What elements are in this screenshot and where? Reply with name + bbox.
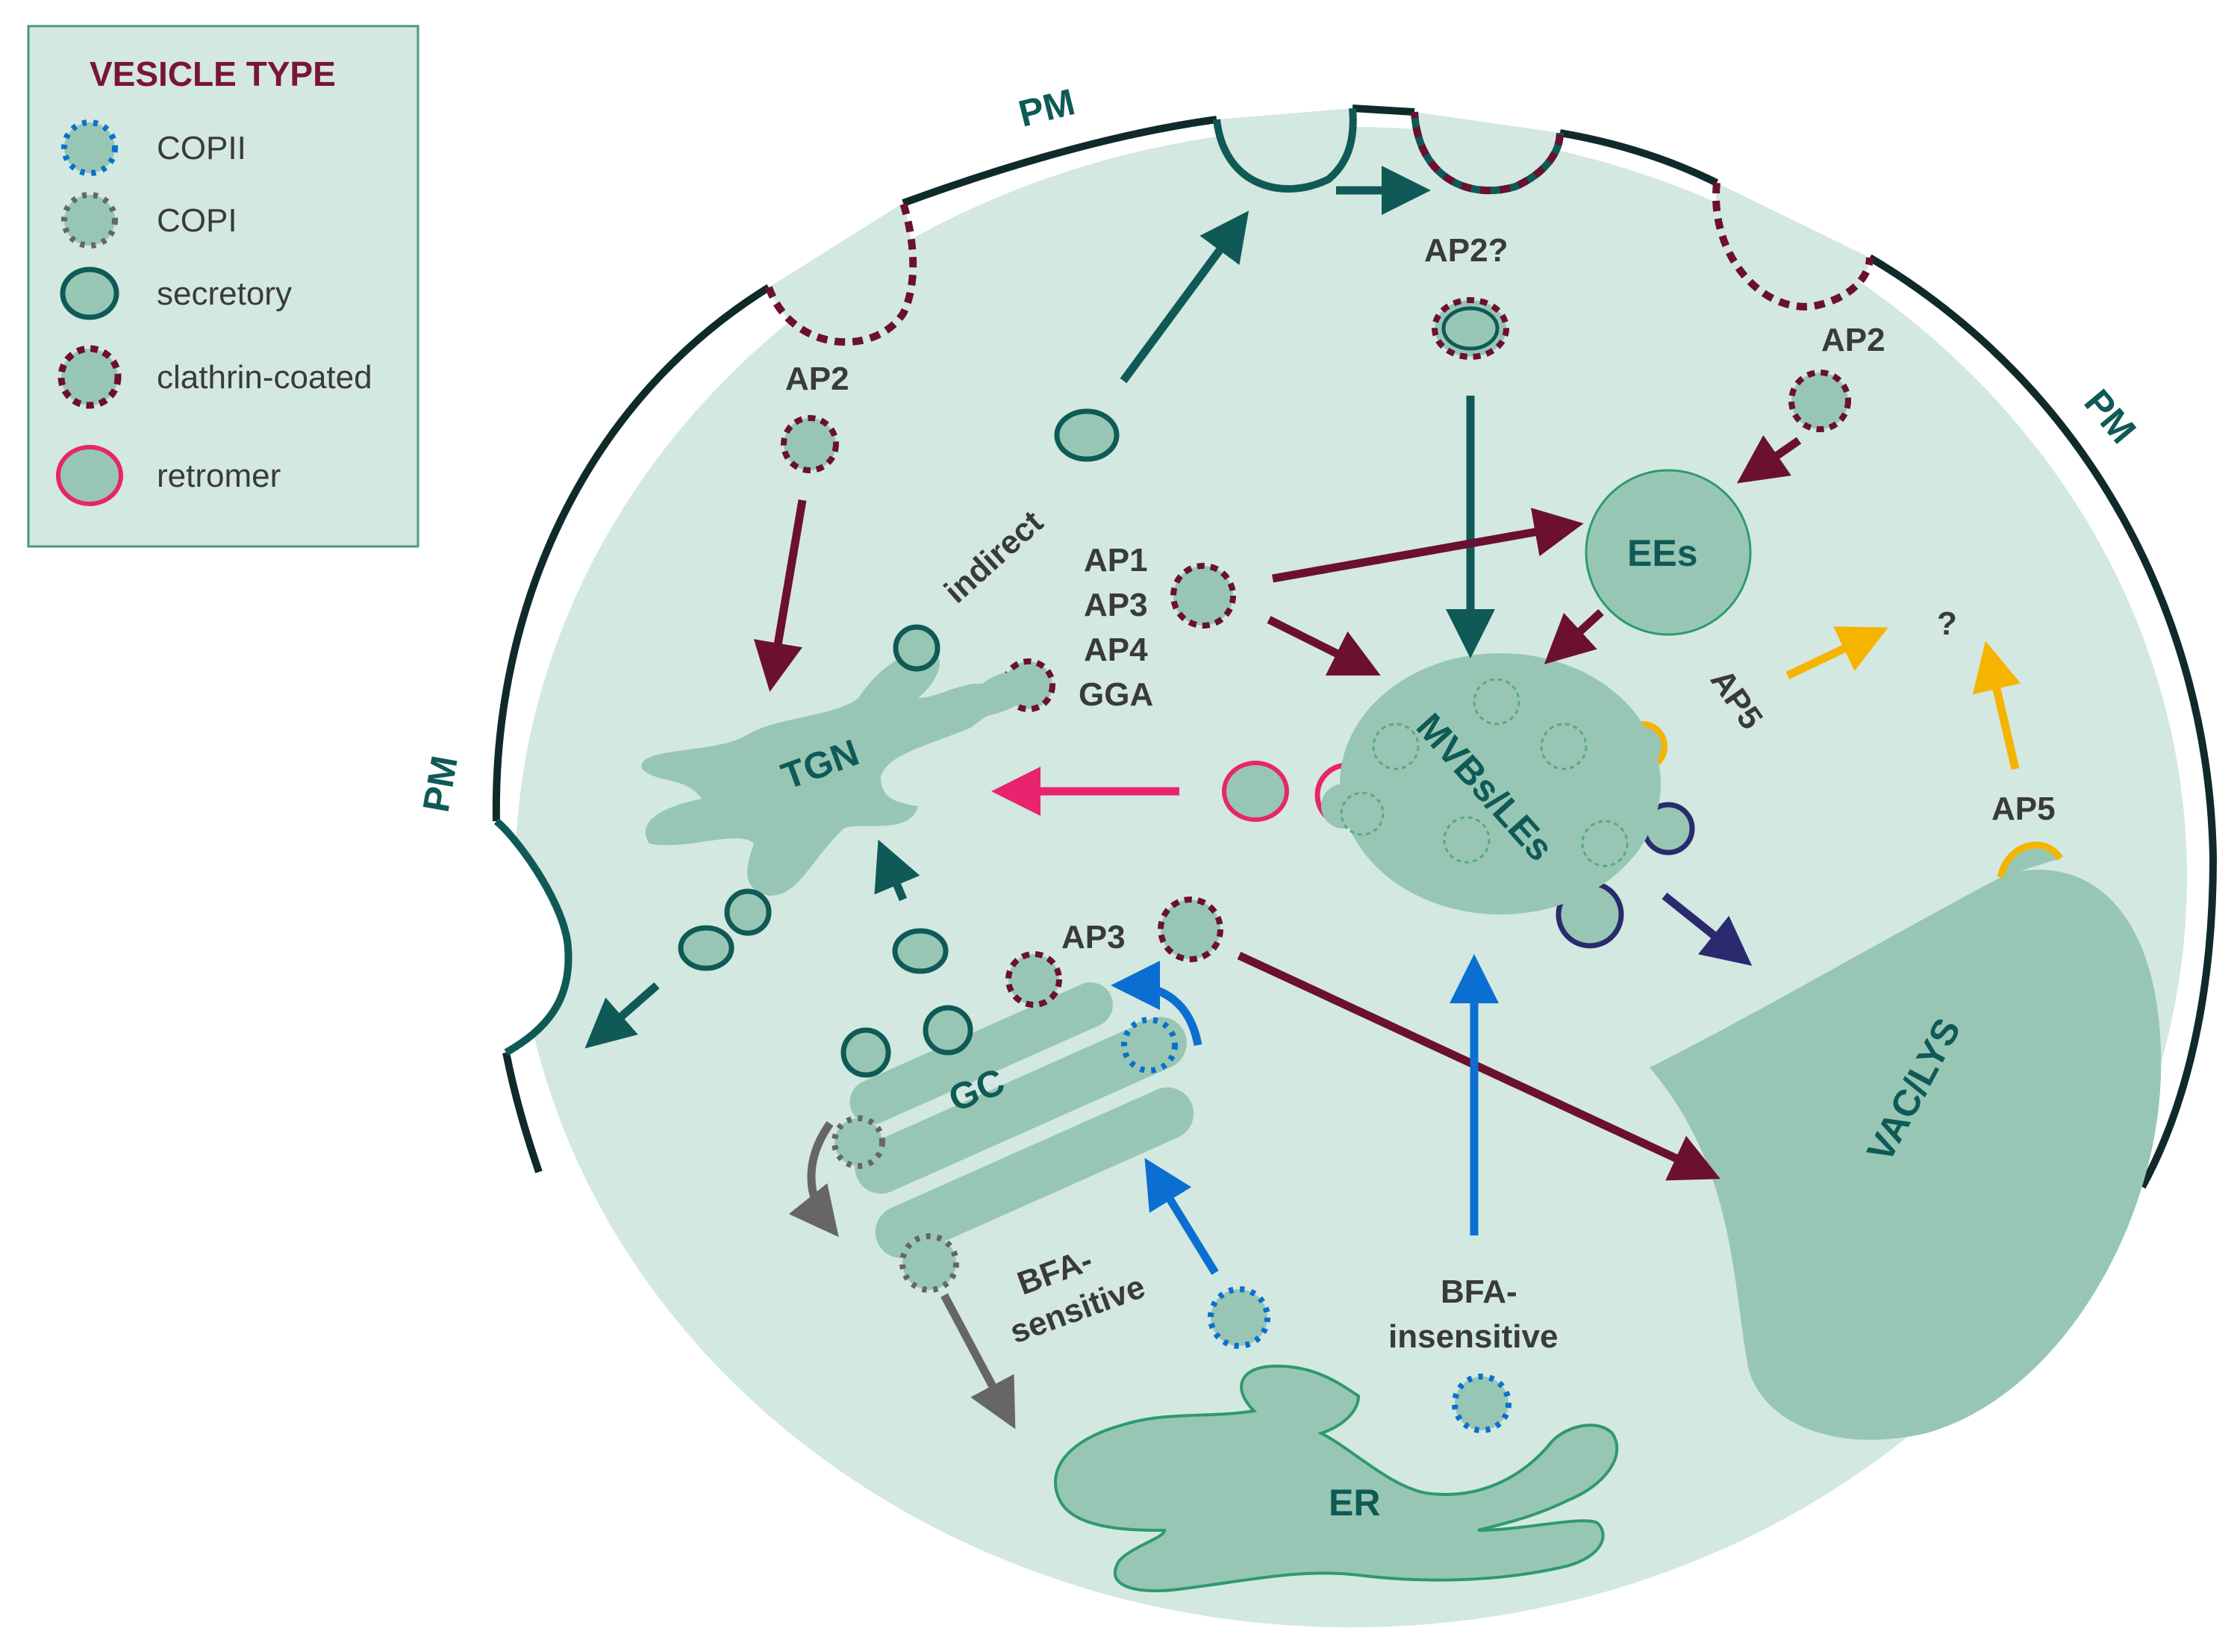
vacuole-lysosome xyxy=(1650,870,2162,1440)
arrow-tgn-to-pm xyxy=(584,982,660,1049)
endoplasmic-reticulum xyxy=(1054,1364,1619,1592)
ap4-label: AP4 xyxy=(1084,632,1148,668)
arrow-ap5vac-to-question xyxy=(1972,640,2021,770)
arrow-mvb-to-vac xyxy=(1662,892,1753,966)
ap3-top-label: AP3 xyxy=(1084,587,1148,623)
bfa-insensitive-label-1: BFA- xyxy=(1441,1274,1517,1310)
tgn-bud-secretory xyxy=(893,624,940,672)
vesicle-secretory-core xyxy=(1441,306,1500,351)
legend-icon-secretory xyxy=(60,266,119,320)
arrow-indirect-to-pm xyxy=(1120,211,1250,384)
plasma-membrane-top-2 xyxy=(1352,105,1415,116)
tgn-bud-secretory-2 xyxy=(724,888,772,936)
legend-title: VESICLE TYPE xyxy=(90,54,336,93)
vesicle-secretory xyxy=(892,928,949,974)
arrow-ees-to-mvb xyxy=(1544,608,1604,664)
vesicle-copi xyxy=(899,1233,959,1293)
arrow-golgi-to-tgn xyxy=(874,839,920,902)
pm-label-top: PM xyxy=(1014,81,1079,134)
clathrin-pit-right xyxy=(1712,182,1874,311)
ap5-vac-label: AP5 xyxy=(1991,791,2056,827)
pm-label-left: PM xyxy=(415,752,466,815)
vesicle-copii xyxy=(1208,1286,1270,1349)
arrow-ap2-to-ees xyxy=(1736,434,1802,484)
legend-label-clathrin: clathrin-coated xyxy=(157,359,372,396)
golgi-bud-secretory-1 xyxy=(840,1027,891,1078)
er-label: ER xyxy=(1329,1482,1380,1524)
vesicle-clathrin xyxy=(1788,370,1851,432)
legend-icon-copi xyxy=(61,192,118,249)
ap2-question-label: AP2? xyxy=(1424,232,1508,269)
arrow-ap2-to-tgn xyxy=(753,499,807,692)
plasma-membrane-top xyxy=(902,116,1217,207)
legend-label-copii: COPII xyxy=(157,130,246,166)
plasma-membrane-left xyxy=(492,284,771,822)
arrow-ap1-to-ees xyxy=(1272,508,1584,583)
vesicle-clathrin xyxy=(781,415,839,473)
golgi-bud-clathrin xyxy=(1005,951,1062,1008)
vesicles xyxy=(678,297,1851,1433)
mvb-late-endosome xyxy=(1314,653,1695,949)
vesicle-clathrin xyxy=(1170,563,1236,629)
clathrin-pit-left xyxy=(765,202,917,346)
arrow-copi-to-er xyxy=(940,1293,1016,1430)
golgi-bud-copi xyxy=(832,1115,885,1169)
ap5-coat-vac xyxy=(1997,841,2063,879)
ap2-left-label: AP2 xyxy=(785,361,849,397)
ap3-golgi-label: AP3 xyxy=(1061,919,1126,956)
vesicle-secretory xyxy=(678,925,734,971)
arrow-golgi-copi-down xyxy=(788,1120,839,1238)
arrow-er-to-golgi xyxy=(1144,1158,1219,1275)
gga-label: GGA xyxy=(1079,676,1153,713)
question-label: ? xyxy=(1937,605,1957,642)
legend-icon-copii xyxy=(61,119,118,176)
arrow-ap5-to-question xyxy=(1785,626,1888,679)
legend-label-secretory: secretory xyxy=(157,275,292,312)
legend-label-copi: COPI xyxy=(157,202,237,239)
trans-golgi-network xyxy=(641,649,998,896)
ap1-label: AP1 xyxy=(1084,542,1148,579)
ap2-right-label: AP2 xyxy=(1821,322,1885,358)
legend-label-retromer: retromer xyxy=(157,458,281,494)
plasma-membrane-right xyxy=(1868,254,2218,1189)
plasma-membrane-left-lower xyxy=(502,1052,543,1173)
legend: VESICLE TYPE COPII COPI secretory clathr… xyxy=(27,25,419,548)
vesicle-copii xyxy=(1452,1374,1511,1433)
arrow-golgi-recycle-copii xyxy=(1111,961,1202,1047)
pm-label-right: PM xyxy=(2077,381,2144,451)
golgi-complex xyxy=(849,982,1194,1259)
plasma-membrane-top-3 xyxy=(1559,129,1719,187)
vesicle-retromer xyxy=(1222,761,1289,822)
early-endosome xyxy=(1585,469,1752,636)
arrow-ap1-to-mvb xyxy=(1267,616,1381,676)
secretory-pit-top xyxy=(1213,107,1357,193)
bfa-insensitive-label-2: insensitive xyxy=(1388,1318,1558,1355)
secretory-pit-left xyxy=(493,818,573,1056)
legend-icon-clathrin xyxy=(57,345,122,409)
golgi-bud-secretory-2 xyxy=(923,1005,973,1056)
clathrin-pit-top-coat xyxy=(1411,111,1564,195)
golgi-bud-copii xyxy=(1121,1017,1178,1073)
vesicle-secretory xyxy=(1054,408,1120,462)
arrows xyxy=(584,166,2021,1430)
legend-icon-retromer xyxy=(56,445,123,506)
tgn-bud-arm xyxy=(970,672,1031,720)
ees-label: EEs xyxy=(1627,532,1698,574)
vesicle-clathrin xyxy=(1158,897,1223,962)
